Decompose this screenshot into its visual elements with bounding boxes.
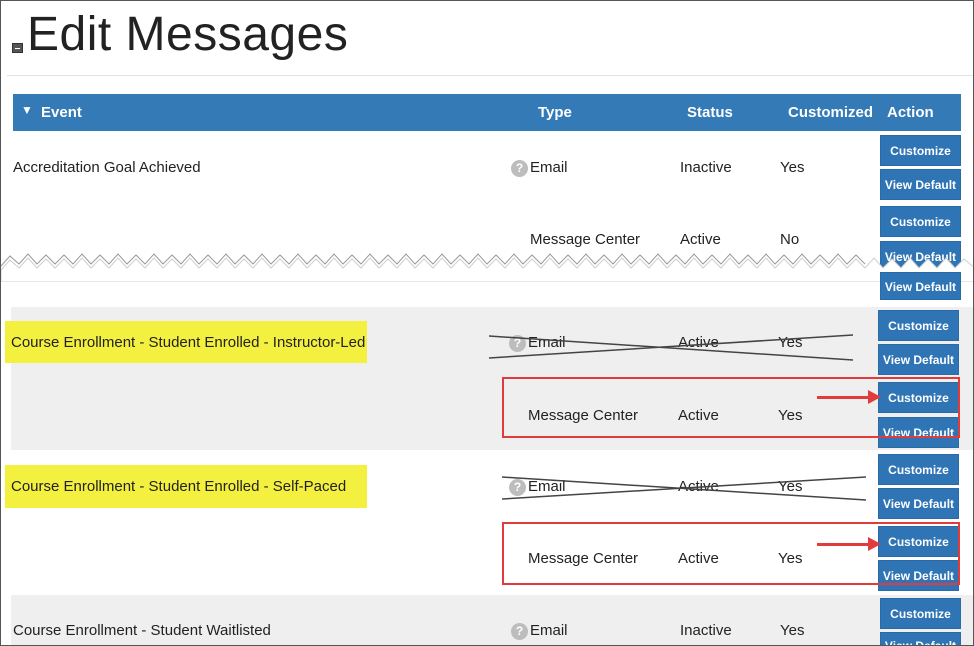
event-name: Course Enrollment - Student Enrolled - S… <box>11 478 347 495</box>
customize-button[interactable]: Customize <box>880 598 961 629</box>
strike-x <box>489 334 853 361</box>
event-name: Course Enrollment - Student Waitlisted <box>13 622 271 639</box>
customize-button[interactable]: Customize <box>880 135 961 166</box>
event-name: Accreditation Goal Achieved <box>13 159 201 176</box>
customized-cell: Yes <box>780 622 805 639</box>
customize-button[interactable]: Customize <box>878 310 959 341</box>
view-default-button[interactable]: View Default <box>878 560 959 591</box>
triangle-down-icon[interactable]: ▼ <box>21 103 33 117</box>
customized-cell: Yes <box>778 407 803 424</box>
collapse-icon[interactable] <box>12 43 23 53</box>
status-cell: Active <box>678 550 719 567</box>
customized-cell: Yes <box>778 550 803 567</box>
customized-cell: Yes <box>780 159 805 176</box>
customize-button[interactable]: Customize <box>878 454 959 485</box>
view-default-button[interactable]: View Default <box>878 488 959 519</box>
status-cell: Active <box>678 334 719 351</box>
help-icon[interactable]: ? <box>511 160 528 177</box>
event-highlight: Course Enrollment - Student Enrolled - I… <box>5 321 367 363</box>
help-icon[interactable]: ? <box>509 335 526 352</box>
view-default-button[interactable]: View Default <box>880 272 961 300</box>
type-cell: Message Center <box>528 407 639 424</box>
view-default-button[interactable]: View Default <box>880 632 961 645</box>
customized-cell: No <box>780 231 800 248</box>
header-customized[interactable]: Customized <box>788 104 874 121</box>
event-name: Course Enrollment - Student Enrolled - I… <box>11 334 366 351</box>
type-cell: Email <box>528 334 566 351</box>
header-action: Action <box>887 104 934 121</box>
header-status[interactable]: Status <box>687 104 733 121</box>
type-cell: Message Center <box>530 231 641 248</box>
help-icon[interactable]: ? <box>511 623 528 640</box>
strike-x <box>502 476 866 501</box>
callout-box <box>502 377 960 438</box>
status-cell: Inactive <box>680 159 732 176</box>
callout-box <box>502 522 960 585</box>
status-cell: Active <box>678 407 719 424</box>
type-cell: Message Center <box>528 550 639 567</box>
page-title: Edit Messages <box>27 8 349 61</box>
view-default-button[interactable]: View Default <box>880 169 961 200</box>
event-highlight: Course Enrollment - Student Enrolled - S… <box>5 465 367 508</box>
view-default-button[interactable]: View Default <box>878 344 959 375</box>
status-cell: Inactive <box>680 622 732 639</box>
title-divider <box>7 75 973 76</box>
table-header: ▼ Event Type Status Customized Action <box>13 94 961 131</box>
torn-edge <box>1 253 973 282</box>
type-cell: Email <box>530 622 568 639</box>
table-row <box>11 595 973 645</box>
type-cell: Email <box>528 478 566 495</box>
status-cell: Active <box>680 231 721 248</box>
customize-button[interactable]: Customize <box>880 206 961 237</box>
callout-arrow <box>817 390 881 404</box>
header-event[interactable]: Event <box>41 104 82 121</box>
header-type[interactable]: Type <box>538 104 572 121</box>
type-cell: Email <box>530 159 568 176</box>
callout-arrow <box>817 537 881 551</box>
help-icon[interactable]: ? <box>509 479 526 496</box>
